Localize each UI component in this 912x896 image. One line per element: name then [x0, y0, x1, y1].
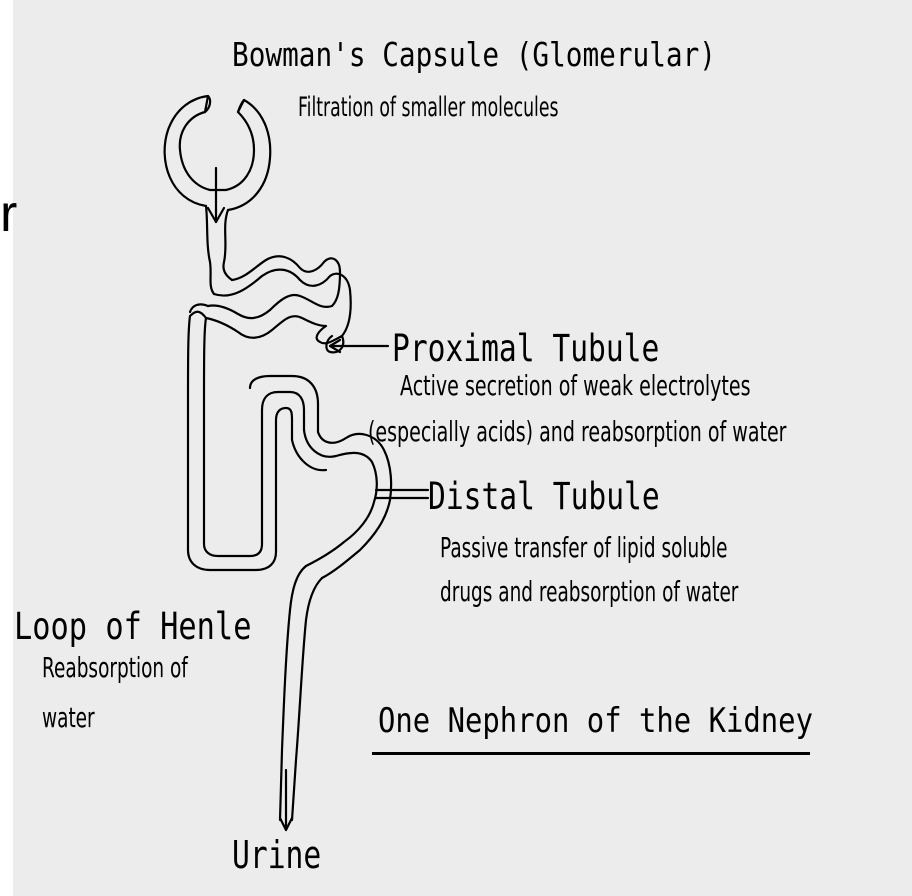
loop-of-henle-description-line1: Reabsorption of — [42, 654, 188, 682]
tubule-neck-left — [206, 206, 214, 294]
tubule-neck-right — [223, 210, 232, 280]
loop-ascending-inner — [262, 392, 304, 544]
loop-of-henle-title: Loop of Henle — [14, 608, 251, 645]
distal-tubule-description-line2: drugs and reabsorption of water — [440, 578, 738, 606]
loop-inner-left-2 — [204, 318, 262, 556]
bowman-capsule-title: Bowman's Capsule (Glomerular) — [232, 38, 716, 71]
urine-label: Urine — [232, 836, 321, 874]
bowman-capsule-inner-2 — [238, 100, 244, 112]
proximal-tubule-description-line2: (especially acids) and reabsorption of w… — [368, 418, 787, 446]
proximal-tubule-lower — [232, 256, 340, 280]
bowman-capsule-description: Filtration of smaller molecules — [298, 94, 558, 121]
cropped-edge-text: r — [0, 188, 17, 240]
diagram-caption: One Nephron of the Kidney — [378, 704, 813, 738]
loop-ascending-outer — [276, 408, 292, 552]
proximal-tubule-title: Proximal Tubule — [392, 330, 659, 367]
loop-of-henle-description-line2: water — [42, 704, 95, 732]
bowman-capsule-outer — [165, 96, 271, 210]
caption-underline — [372, 752, 810, 755]
distal-tubule-title: Distal Tubule — [428, 478, 660, 515]
collecting-duct-right — [292, 578, 322, 820]
proximal-tubule-mid-upper — [206, 316, 342, 343]
distal-tubule-inner — [304, 430, 377, 566]
loop-top-outer — [250, 376, 318, 432]
distal-tubule-description-line1: Passive transfer of lipid soluble — [440, 534, 728, 562]
proximal-tubule-description-line1: Active secretion of weak electrolytes — [400, 372, 751, 400]
collecting-duct-left — [280, 566, 306, 820]
